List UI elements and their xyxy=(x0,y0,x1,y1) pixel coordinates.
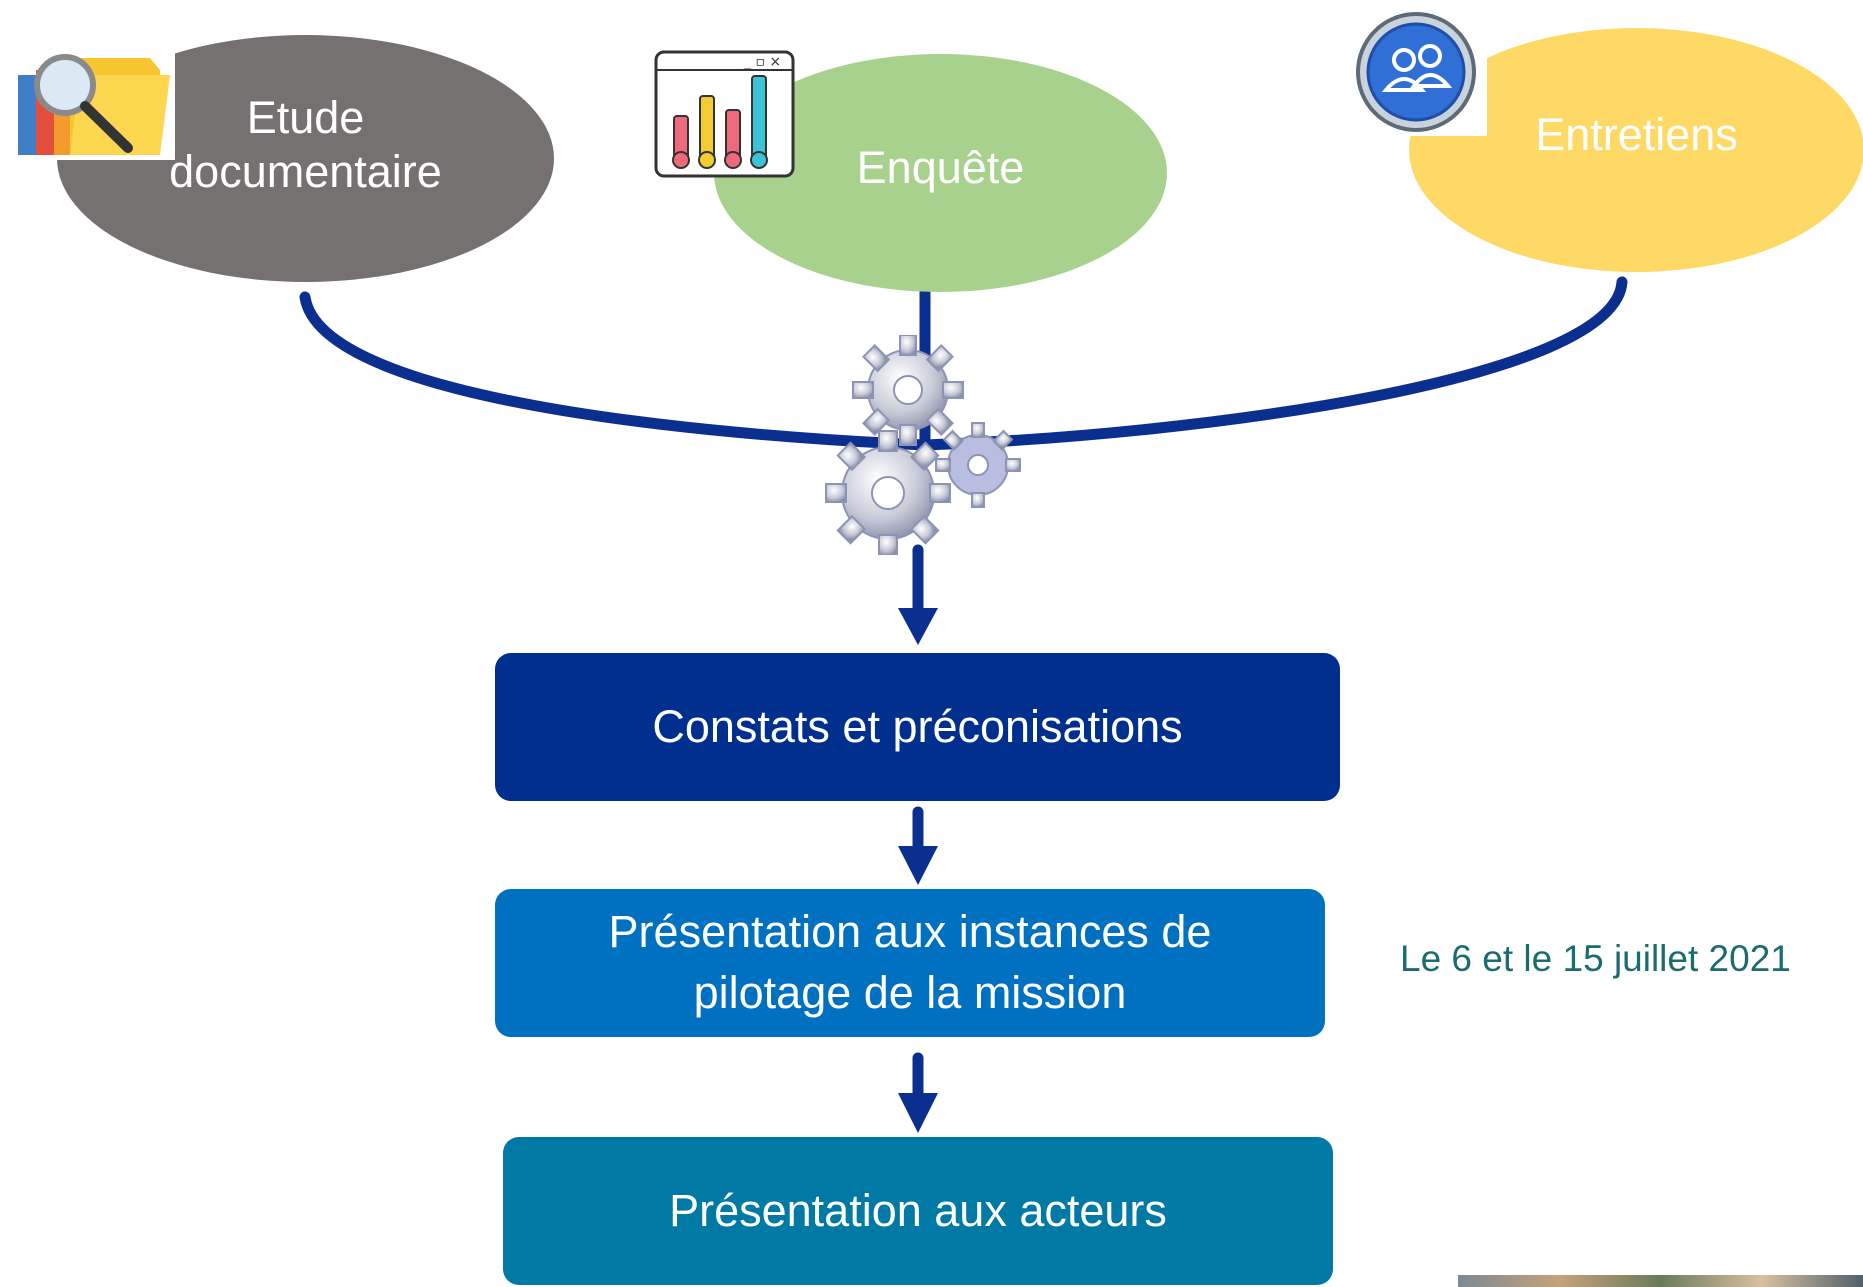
date-note: Le 6 et le 15 juillet 2021 xyxy=(1400,938,1791,979)
arrow-head-2 xyxy=(898,846,938,885)
step-presentation-acteurs-label: Présentation aux acteurs xyxy=(669,1184,1167,1236)
connector-entretiens xyxy=(919,276,1628,451)
entretiens-label: Entretiens xyxy=(1535,109,1738,160)
document-folder-magnifier-icon xyxy=(10,30,175,160)
connector-etude xyxy=(299,291,931,451)
svg-text:_ ▫ ×: _ ▫ × xyxy=(743,54,781,70)
gears-icon xyxy=(825,335,1021,555)
etude-label: Etude documentaire xyxy=(169,91,442,197)
survey-bar-chart-icon: _ ▫ × xyxy=(654,50,795,178)
ellipse-etude-documentaire: Etude documentaire xyxy=(57,35,554,282)
step-presentation-instances: Présentation aux instances de pilotage d… xyxy=(495,889,1325,1037)
photo-thumbnail-edge xyxy=(1458,1275,1863,1287)
people-interview-icon xyxy=(1352,8,1487,136)
step-constats-preconisations: Constats et préconisations xyxy=(495,653,1340,801)
arrow-head-3 xyxy=(898,1093,938,1133)
step-presentation-acteurs: Présentation aux acteurs xyxy=(503,1137,1333,1285)
arrow-head-1 xyxy=(898,608,938,645)
step-presentation-instances-label: Présentation aux instances de pilotage d… xyxy=(608,906,1212,1018)
step-constats-label: Constats et préconisations xyxy=(652,700,1183,752)
enquete-label: Enquête xyxy=(856,142,1025,193)
